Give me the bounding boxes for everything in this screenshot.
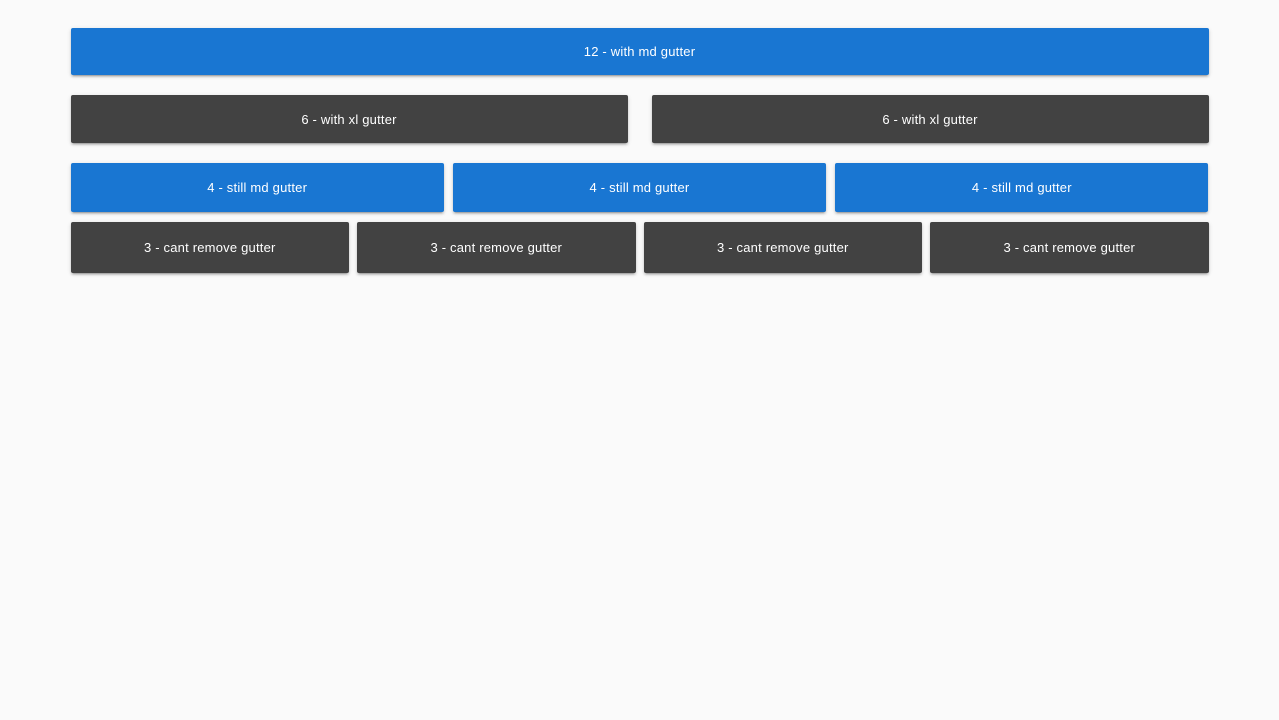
card-label: 6 - with xl gutter (882, 111, 978, 127)
card-label: 12 - with md gutter (583, 44, 696, 59)
grid-row-3-min-gutter: 3 - cant remove gutter 3 - cant remove g… (70, 222, 1209, 273)
grid-list-demo: 12 - with md gutter 6 - with xl gutter 6… (70, 0, 1209, 273)
card-6-xl-gutter: 6 - with xl gutter (651, 95, 1209, 143)
card-label: 3 - cant remove gutter (716, 240, 849, 255)
card-label: 3 - cant remove gutter (430, 240, 563, 255)
card-3-min-gutter: 3 - cant remove gutter (357, 222, 636, 273)
card-label: 3 - cant remove gutter (1003, 240, 1136, 255)
card-3-min-gutter: 3 - cant remove gutter (643, 222, 922, 273)
card-3-min-gutter: 3 - cant remove gutter (70, 222, 349, 273)
card-label: 6 - with xl gutter (301, 111, 397, 127)
card-4-md-gutter: 4 - still md gutter (70, 163, 444, 212)
card-label: 4 - still md gutter (971, 180, 1072, 195)
card-4-md-gutter: 4 - still md gutter (835, 163, 1209, 212)
grid-row-6-xl-gutter: 6 - with xl gutter 6 - with xl gutter (70, 95, 1209, 143)
card-12-md-gutter: 12 - with md gutter (70, 28, 1209, 75)
card-label: 4 - still md gutter (589, 180, 690, 195)
card-3-min-gutter: 3 - cant remove gutter (930, 222, 1209, 273)
card-6-xl-gutter: 6 - with xl gutter (70, 95, 628, 143)
grid-row-4-md-gutter: 4 - still md gutter 4 - still md gutter … (70, 163, 1209, 212)
card-label: 4 - still md gutter (207, 180, 308, 195)
card-label: 3 - cant remove gutter (143, 240, 276, 255)
grid-row-12-md-gutter: 12 - with md gutter (70, 28, 1209, 75)
card-4-md-gutter: 4 - still md gutter (452, 163, 827, 212)
